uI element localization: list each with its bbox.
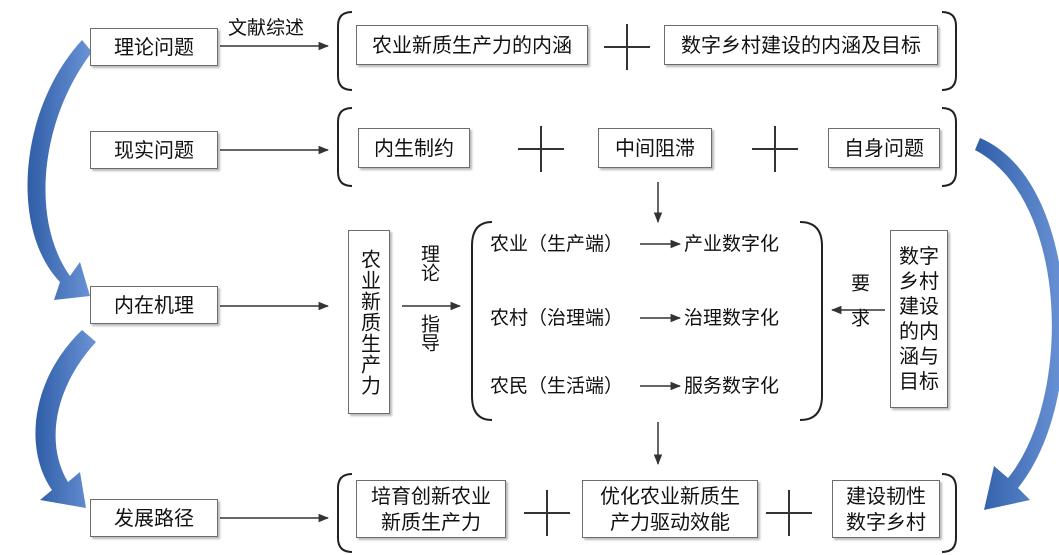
agri-productivity-vertical-label: 农业新质生产力 — [357, 248, 382, 396]
center-line-3-from: 农民（生活端） — [490, 375, 624, 397]
rural-goal-vertical-label: 数字乡村建设的内涵与目标 — [899, 244, 939, 393]
mechanism-label: 内在机理 — [114, 293, 194, 317]
resilient-rural-box: 建设韧性数字乡村 — [832, 480, 940, 538]
cultivate-productivity-label: 培育创新农业新质生产力 — [371, 484, 491, 534]
curve-arrow-mechanism-to-path — [35, 330, 96, 508]
center-line-1-to: 产业数字化 — [684, 233, 780, 255]
agri-productivity-content-box: 农业新质生产力的内涵 — [356, 25, 588, 65]
bracket-center-left — [471, 221, 493, 421]
plus-row2-b — [752, 126, 798, 172]
plus-row4-b — [766, 490, 812, 536]
bracket-row1-right — [941, 11, 957, 91]
own-problem-box: 自身问题 — [828, 128, 940, 168]
bracket-row2-right — [941, 107, 957, 187]
middle-obstruction-label: 中间阻滞 — [615, 136, 695, 160]
optimize-efficiency-label: 优化农业新质生产力驱动效能 — [600, 484, 740, 534]
reality-problem-box: 现实问题 — [90, 131, 218, 169]
require-label: 要求 — [848, 273, 870, 343]
guide-direct-label: 指导 — [418, 314, 440, 352]
rural-digital-goal-label: 数字乡村建设的内涵及目标 — [681, 33, 921, 57]
literature-review-label: 文献综述 — [228, 17, 305, 39]
plus-row4-a — [524, 490, 570, 536]
agri-productivity-vertical-box: 农业新质生产力 — [348, 230, 390, 414]
development-path-label: 发展路径 — [114, 506, 194, 530]
theory-problem-box: 理论问题 — [90, 28, 218, 66]
development-path-box: 发展路径 — [90, 499, 218, 537]
cultivate-productivity-box: 培育创新农业新质生产力 — [356, 480, 506, 538]
reality-problem-label: 现实问题 — [114, 138, 194, 162]
bracket-row1-left — [337, 11, 353, 91]
center-line-1-from: 农业（生产端） — [490, 233, 624, 255]
agri-productivity-content-label: 农业新质生产力的内涵 — [372, 33, 572, 57]
bracket-row4-right — [941, 473, 957, 553]
plus-row2-a — [518, 126, 564, 172]
own-problem-label: 自身问题 — [844, 136, 924, 160]
rural-goal-vertical-box: 数字乡村建设的内涵与目标 — [890, 230, 948, 408]
internal-constraint-box: 内生制约 — [358, 128, 470, 168]
bracket-row2-left — [337, 107, 353, 187]
optimize-efficiency-box: 优化农业新质生产力驱动效能 — [582, 480, 758, 538]
plus-row1 — [604, 24, 650, 70]
bracket-center-right — [799, 221, 823, 421]
middle-obstruction-box: 中间阻滞 — [598, 128, 712, 168]
resilient-rural-label: 建设韧性数字乡村 — [846, 484, 926, 534]
center-line-3-to: 服务数字化 — [684, 375, 780, 397]
bracket-row4-left — [337, 473, 353, 553]
mechanism-box: 内在机理 — [90, 286, 218, 324]
center-line-2-from: 农村（治理端） — [490, 307, 624, 329]
internal-constraint-label: 内生制约 — [374, 136, 454, 160]
center-line-2-to: 治理数字化 — [684, 307, 780, 329]
rural-digital-goal-box: 数字乡村建设的内涵及目标 — [664, 25, 938, 65]
curve-arrow-problems-to-path — [975, 138, 1059, 510]
theory-problem-label: 理论问题 — [114, 35, 194, 59]
curve-arrow-theory-to-mechanism — [27, 40, 92, 300]
guide-theory-label: 理论 — [418, 244, 440, 282]
